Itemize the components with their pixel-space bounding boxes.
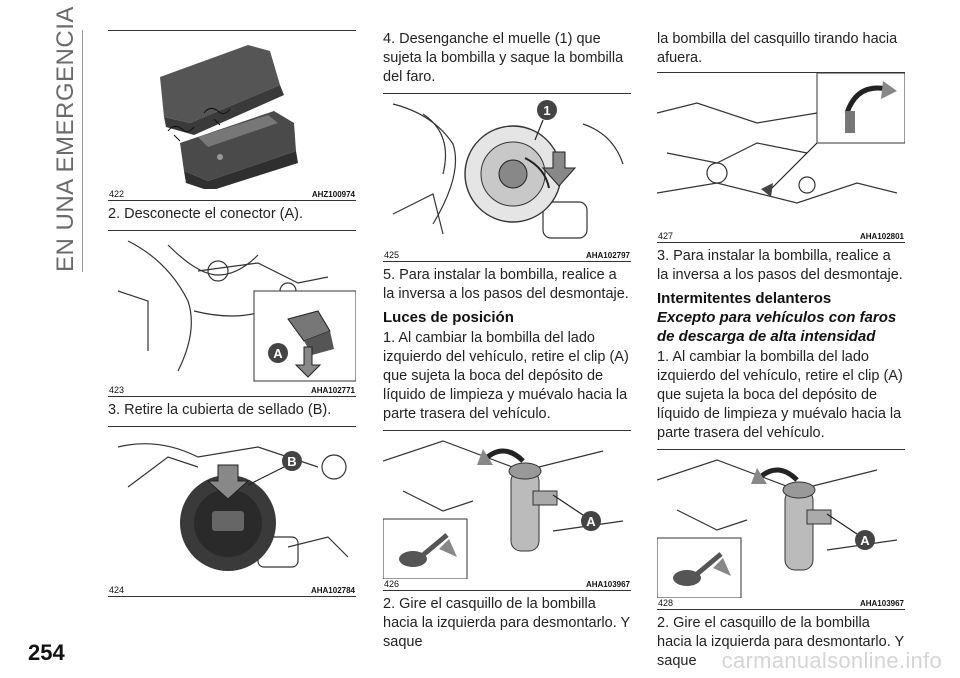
washer-reservoir-cover-illustration bbox=[160, 45, 298, 189]
position-lights-step-1-text: 1. Al cambiar la bombilla del lado izqui… bbox=[383, 330, 629, 422]
figure-424: B 424 AHA102784 bbox=[108, 426, 356, 597]
step-3-remove-cover-text: 3. Retire la cubierta de sellado (B). bbox=[108, 402, 332, 418]
step-4-unhook-spring-text: 4. Desenganche el muelle (1) que sujeta … bbox=[383, 31, 624, 85]
callout-label: A bbox=[586, 514, 596, 529]
figure-caption: 426 AHA103967 bbox=[383, 579, 631, 591]
figure-caption: 425 AHA102797 bbox=[383, 250, 631, 262]
column-2: 4. Desenganche el muelle (1) que sujeta … bbox=[383, 30, 631, 652]
watermark: carmanualsonline.info bbox=[721, 648, 942, 673]
figure-caption: 424 AHA102784 bbox=[108, 585, 356, 597]
figure-number: 428 bbox=[658, 598, 674, 608]
bulb-socket-illustration bbox=[657, 73, 905, 204]
figure-425: 1 425 AHA102797 bbox=[383, 93, 631, 262]
figure-code: AHA102771 bbox=[310, 386, 355, 395]
callout-label: B bbox=[287, 454, 296, 469]
figure-code: AHA102784 bbox=[310, 586, 355, 595]
figure-427: 427 AHA102801 bbox=[657, 72, 905, 243]
step-3-install-text: 3. Para instalar la bombilla, realice a … bbox=[657, 248, 903, 283]
sealing-cover-illustration: B bbox=[117, 443, 349, 571]
reservoir-clip-illustration: A bbox=[383, 440, 624, 579]
figure-caption: 428 AHA103967 bbox=[657, 598, 905, 610]
figure-number: 426 bbox=[384, 579, 400, 589]
bulb-pull-out-text: la bombilla del casquillo tirando hacia … bbox=[657, 31, 898, 66]
column-3: la bombilla del casquillo tirando hacia … bbox=[657, 30, 905, 671]
figure-code: AHA103967 bbox=[585, 580, 630, 589]
figure-caption: 427 AHA102801 bbox=[657, 231, 905, 243]
page-number: 254 bbox=[28, 640, 65, 665]
figure-number: 423 bbox=[109, 385, 125, 395]
figure-428: A 428 AHA103967 bbox=[657, 449, 905, 610]
figure-code: AHA103967 bbox=[859, 599, 904, 608]
callout-label: 1 bbox=[543, 103, 550, 118]
figure-426: A 426 AHA103967 bbox=[383, 430, 631, 591]
figure-code: AHA102801 bbox=[859, 232, 904, 241]
section-heading-front-indicators: Intermitentes delanteros bbox=[657, 290, 832, 307]
column-1: 422 AHZ100974 2. Desconecte el conector … bbox=[108, 30, 356, 597]
figure-number: 425 bbox=[384, 250, 400, 260]
bulb-spring-illustration: 1 bbox=[392, 100, 624, 239]
front-indicators-step-1-text: 1. Al cambiar la bombilla del lado izqui… bbox=[657, 349, 903, 441]
figure-caption: 423 AHA102771 bbox=[108, 385, 356, 397]
chapter-side-title: EN UNA EMERGENCIA bbox=[52, 6, 79, 272]
callout-label: A bbox=[273, 346, 283, 361]
chapter-side-rule bbox=[82, 30, 83, 272]
step-5-install-text: 5. Para instalar la bombilla, realice a … bbox=[383, 267, 629, 302]
callout-label: A bbox=[860, 533, 870, 548]
connector-illustration: A bbox=[117, 240, 356, 382]
figure-422: 422 AHZ100974 bbox=[108, 30, 356, 201]
figure-number: 427 bbox=[658, 231, 674, 241]
figure-code: AHA102797 bbox=[585, 251, 630, 260]
figure-number: 422 bbox=[109, 189, 125, 199]
figure-number: 424 bbox=[109, 585, 125, 595]
section-heading-position-lights: Luces de posición bbox=[383, 309, 514, 326]
reservoir-clip-illustration: A bbox=[657, 459, 898, 598]
figure-caption: 422 AHZ100974 bbox=[108, 189, 356, 201]
front-indicators-step-2-text: 2. Gire el casquillo de la bombilla haci… bbox=[657, 615, 904, 669]
position-lights-step-2-text: 2. Gire el casquillo de la bombilla haci… bbox=[383, 596, 630, 650]
figure-423: A 423 AHA102771 bbox=[108, 230, 356, 397]
step-2-disconnect-text: 2. Desconecte el conector (A). bbox=[108, 206, 304, 222]
figure-code: AHZ100974 bbox=[311, 190, 355, 199]
subheading-except-hid: Excepto para vehículos con faros de desc… bbox=[657, 309, 897, 345]
